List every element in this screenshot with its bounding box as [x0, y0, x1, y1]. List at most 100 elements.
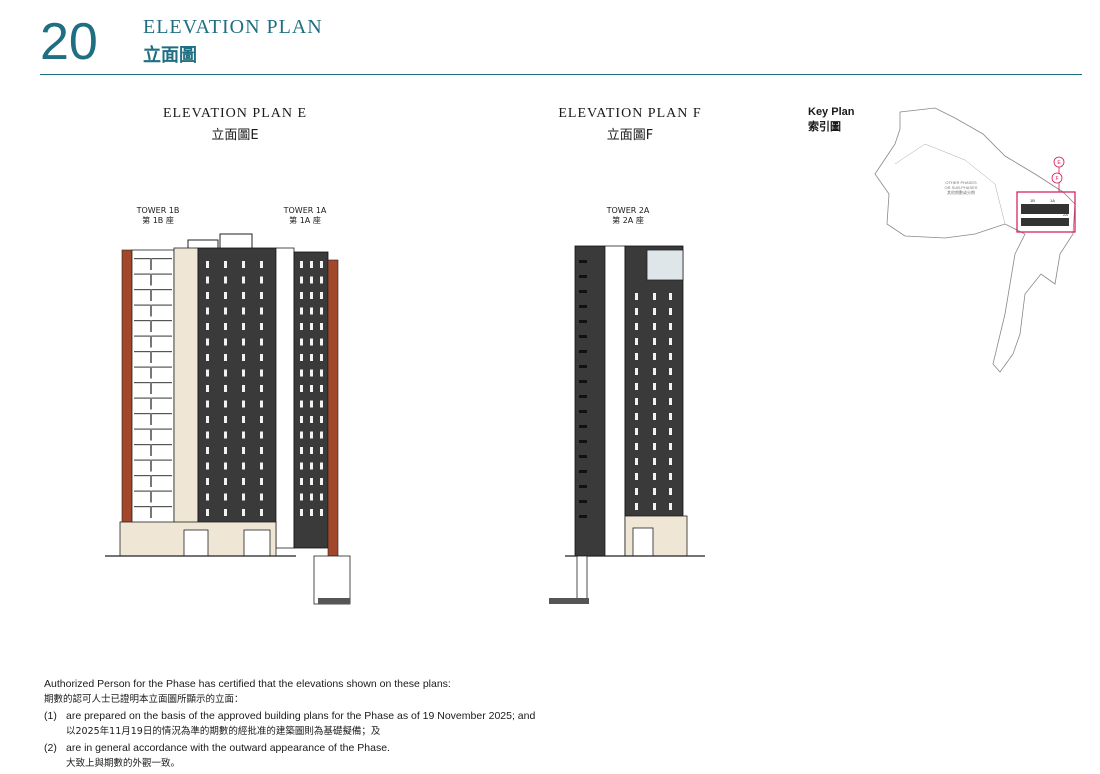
window: [320, 354, 323, 361]
glazing-band: [134, 366, 172, 368]
window: [242, 462, 245, 470]
glazing-band: [134, 320, 172, 322]
tower-1b-label: TOWER 1B 第 1B 座: [128, 206, 188, 226]
window: [300, 323, 303, 330]
balcony: [579, 320, 587, 323]
window: [669, 368, 672, 375]
tower-1a-label-zh: 第 1A 座: [289, 216, 321, 225]
window: [260, 307, 263, 315]
page-number: 20: [40, 13, 98, 71]
window: [320, 261, 323, 268]
window: [310, 261, 313, 268]
glazing-mullion: [150, 273, 152, 286]
window: [310, 369, 313, 377]
window: [260, 276, 263, 284]
window: [653, 488, 656, 495]
window: [206, 276, 209, 284]
window: [300, 338, 303, 346]
key-plan-other-phases-1: OTHER PHASES: [945, 180, 977, 185]
window: [300, 493, 303, 501]
window: [635, 293, 638, 300]
tower-1a-label: TOWER 1A 第 1A 座: [275, 206, 335, 226]
window: [300, 431, 303, 439]
elevation-f-drawing: [549, 245, 705, 604]
window: [310, 292, 313, 299]
glazing-band: [134, 490, 172, 492]
tower-2a-label: TOWER 2A 第 2A 座: [598, 206, 658, 226]
window: [653, 443, 656, 450]
window: [320, 292, 323, 299]
window: [653, 428, 656, 435]
glazing-band: [134, 397, 172, 399]
window: [320, 509, 323, 516]
balcony: [579, 395, 587, 398]
notes-item-2-number: (2): [44, 742, 57, 754]
window: [653, 458, 656, 465]
window: [635, 338, 638, 345]
window: [260, 431, 263, 439]
glazing-band: [134, 475, 172, 477]
balcony: [579, 335, 587, 338]
glazing-band: [134, 304, 172, 306]
glazing-band: [134, 459, 172, 461]
glazing-band: [134, 506, 172, 508]
notes-item-1-en: are prepared on the basis of the approve…: [66, 710, 536, 722]
window: [653, 383, 656, 390]
window: [242, 307, 245, 315]
window: [242, 276, 245, 284]
key-plan-title-en: Key Plan: [808, 106, 855, 118]
window: [224, 369, 227, 377]
window: [206, 493, 209, 501]
glazing-mullion: [150, 459, 152, 472]
window: [242, 261, 245, 268]
window: [635, 398, 638, 405]
window: [206, 323, 209, 330]
window: [653, 293, 656, 300]
glazing-mullion: [150, 258, 152, 270]
notes-item-1: (1) are prepared on the basis of the app…: [44, 708, 644, 724]
window: [320, 478, 323, 485]
window: [653, 308, 656, 315]
window: [310, 400, 313, 408]
key-plan-arrow-e: E: [1057, 160, 1061, 166]
glazing-band: [134, 258, 172, 260]
key-plan-other-phases-3: 其他期數或分期: [947, 189, 975, 195]
key-plan-arrow-f: F: [1055, 176, 1058, 182]
window: [224, 416, 227, 423]
window: [206, 400, 209, 408]
window: [300, 292, 303, 299]
tower-1b-label-en: TOWER 1B: [136, 206, 180, 215]
tower-2a-label-zh: 第 2A 座: [612, 216, 644, 225]
certification-notes: Authorized Person for the Phase has cert…: [44, 676, 644, 772]
tower-1a-label-en: TOWER 1A: [283, 206, 327, 215]
window: [260, 338, 263, 346]
window: [669, 473, 672, 480]
window: [242, 509, 245, 516]
window: [635, 473, 638, 480]
glazing-mullion: [150, 428, 152, 441]
window: [224, 385, 227, 392]
window: [260, 478, 263, 485]
window: [669, 428, 672, 435]
window: [242, 323, 245, 330]
window: [320, 431, 323, 439]
window: [206, 416, 209, 423]
window: [310, 416, 313, 423]
balcony: [579, 380, 587, 383]
window: [669, 308, 672, 315]
window: [635, 413, 638, 420]
window: [310, 462, 313, 470]
window: [669, 458, 672, 465]
window: [206, 354, 209, 361]
window: [224, 447, 227, 454]
window: [260, 385, 263, 392]
key-plan-tower-1a: 1A: [1050, 198, 1055, 203]
window: [669, 413, 672, 420]
window: [320, 462, 323, 470]
window: [320, 369, 323, 377]
notes-intro-en: Authorized Person for the Phase has cert…: [44, 678, 451, 690]
window: [669, 488, 672, 495]
glazing-mullion: [150, 413, 152, 425]
window: [310, 509, 313, 516]
window: [300, 354, 303, 361]
